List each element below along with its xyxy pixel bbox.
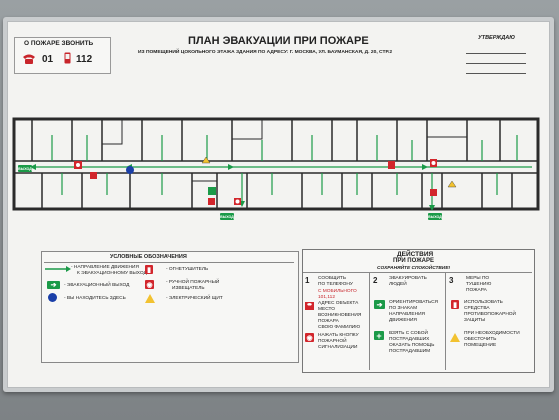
step1-address-4: ПОЖАРА <box>318 319 339 324</box>
electrical-warning-icon <box>450 333 460 342</box>
mobile-phone-icon <box>64 52 71 64</box>
legend-title: УСЛОВНЫЕ ОБОЗНАЧЕНИЯ <box>110 254 187 260</box>
actions-title-2: ПРИ ПОЖАРЕ <box>393 258 434 264</box>
step2-orient-2: ПО ЗНАКАМ <box>389 306 418 311</box>
emergency-phone-box <box>14 37 111 74</box>
step1-address-5: СВОЮ ФАМИЛИЮ <box>318 325 361 330</box>
step3-text-1: МЕРЫ ПО <box>466 276 490 281</box>
step1-mobile-2: 101,112 <box>318 295 335 300</box>
step3-text-2: ТУШЕНИЮ <box>466 282 492 287</box>
page-title: ПЛАН ЭВАКУАЦИИ ПРИ ПОЖАРЕ <box>188 35 369 47</box>
legend-item-alarm-1: - РУЧНОЙ ПОЖАРНЫЙ <box>166 280 220 285</box>
first-aid-icon: + <box>374 331 384 341</box>
step1-mobile-1: С МОБИЛЬНОГО <box>318 289 357 294</box>
step-number-2: 2 <box>373 276 378 285</box>
phone-handset-icon <box>305 302 314 310</box>
phone-number-112: 112 <box>76 54 93 65</box>
actions-title-underline <box>303 272 532 273</box>
step3-text-3: ПОЖАРА <box>466 288 487 293</box>
step2-text-2: ЛЮДЕЙ <box>389 282 407 287</box>
step3-power-1: ПРИ НЕОБХОДИМОСТИ <box>464 331 520 336</box>
step1-alarm-1: НАЖАТЬ КНОПКУ <box>318 333 359 338</box>
step2-help-4: ПОСТРАДАВШИМ <box>389 349 431 354</box>
extinguisher-icon: ▮ <box>451 300 459 309</box>
step2-orient-1: ОРИЕНТИРОВАТЬСЯ <box>389 300 439 305</box>
step2-help-1: ВЗЯТЬ С СОБОЙ <box>389 331 428 336</box>
step3-use-3: ПРОТИВОПОЖАРНОЙ <box>464 312 516 317</box>
legend-item-electrical-panel: - ЭЛЕКТРИЧЕСКИЙ ЩИТ <box>166 296 223 301</box>
signature-line-2 <box>466 63 526 64</box>
step2-orient-4: ДВИЖЕНИЯ <box>389 318 417 323</box>
evacuation-direction-arrow-icon <box>45 266 71 272</box>
step1-address-3: ВОЗНИКНОВЕНИЯ <box>318 313 362 318</box>
actions-col-divider-2 <box>445 273 446 370</box>
you-are-here-icon <box>48 293 57 302</box>
step3-use-2: СРЕДСТВА <box>464 306 490 311</box>
telephone-icon <box>23 54 35 64</box>
legend-item-extinguisher: - ОГНЕТУШИТЕЛЬ <box>166 267 209 272</box>
step3-power-2: ОБЕСТОЧИТЬ <box>464 337 497 342</box>
step3-use-1: ИСПОЛЬЗОВАТЬ <box>464 300 503 305</box>
step3-power-3: ПОМЕЩЕНИЕ <box>464 343 497 348</box>
fire-extinguisher-icon: ▮ <box>145 265 153 274</box>
signature-line-1 <box>466 53 526 54</box>
call-label: О ПОЖАРЕ ЗВОНИТЬ <box>24 40 94 47</box>
manual-fire-alarm-icon: ◉ <box>145 280 154 289</box>
floor-plan <box>12 117 540 211</box>
legend-item-exit: - ЭВАКУАЦИОННЫЙ ВЫХОД <box>64 283 130 288</box>
actions-col-divider-1 <box>369 273 370 370</box>
legend-title-underline <box>44 262 294 263</box>
step1-alarm-3: СИГНАЛИЗАЦИИ <box>318 345 358 350</box>
exit-arrow-icon: ➔ <box>374 300 385 309</box>
evacuation-exit-icon: ➔ <box>47 281 60 289</box>
step1-alarm-2: ПОЖАРНОЙ <box>318 339 347 344</box>
alarm-button-icon: ◉ <box>305 333 314 342</box>
step2-help-2: ПОСТРАДАВШИХ <box>389 337 430 342</box>
legend-item-you-are-here: - ВЫ НАХОДИТЕСЬ ЗДЕСЬ <box>64 296 126 301</box>
step-number-1: 1 <box>305 276 310 285</box>
exit-sign-3: ВЫХОД <box>428 213 442 220</box>
step1-address-2: МЕСТО <box>318 307 335 312</box>
signature-line-3 <box>466 73 526 74</box>
fire-actions-box <box>302 249 535 373</box>
step1-address-1: АДРЕС ОБЪЕКТА <box>318 301 359 306</box>
legend-item-alarm-2: ИЗВЕЩАТЕЛЬ <box>172 286 205 291</box>
step1-text-1: СООБЩИТЬ <box>318 276 346 281</box>
actions-title-1: ДЕЙСТВИЯ <box>397 251 434 258</box>
electrical-panel-icon <box>145 294 155 303</box>
phone-number-01: 01 <box>42 54 54 65</box>
step-number-3: 3 <box>449 276 454 285</box>
legend-box <box>41 251 299 363</box>
actions-title-3: СОХРАНЯЙТЕ СПОКОЙСТВИЕ! <box>377 266 451 271</box>
step3-use-4: ЗАЩИТЫ <box>464 318 486 323</box>
exit-sign-2: ВЫХОД <box>220 213 234 220</box>
page-subtitle: ИЗ ПОМЕЩЕНИЙ ЦОКОЛЬНОГО ЭТАЖА ЗДАНИЯ ПО … <box>138 50 393 55</box>
step2-help-3: ОКАЗАТЬ ПОМОЩЬ <box>389 343 435 348</box>
exit-sign-1: ВЫХОД <box>18 165 32 172</box>
legend-item-direction-2: К ЭВАКУАЦИОННОМУ ВЫХОДУ <box>77 271 150 276</box>
approve-label: УТВЕРЖДАЮ <box>478 35 515 41</box>
step2-text-1: ЭВАКУИРОВАТЬ <box>389 276 427 281</box>
step1-text-2: ПО ТЕЛЕФОНУ <box>318 282 353 287</box>
legend-item-direction-1: - НАПРАВЛЕНИЕ ДВИЖЕНИЯ <box>71 265 139 270</box>
step2-orient-3: НАПРАВЛЕНИЯ <box>389 312 426 317</box>
